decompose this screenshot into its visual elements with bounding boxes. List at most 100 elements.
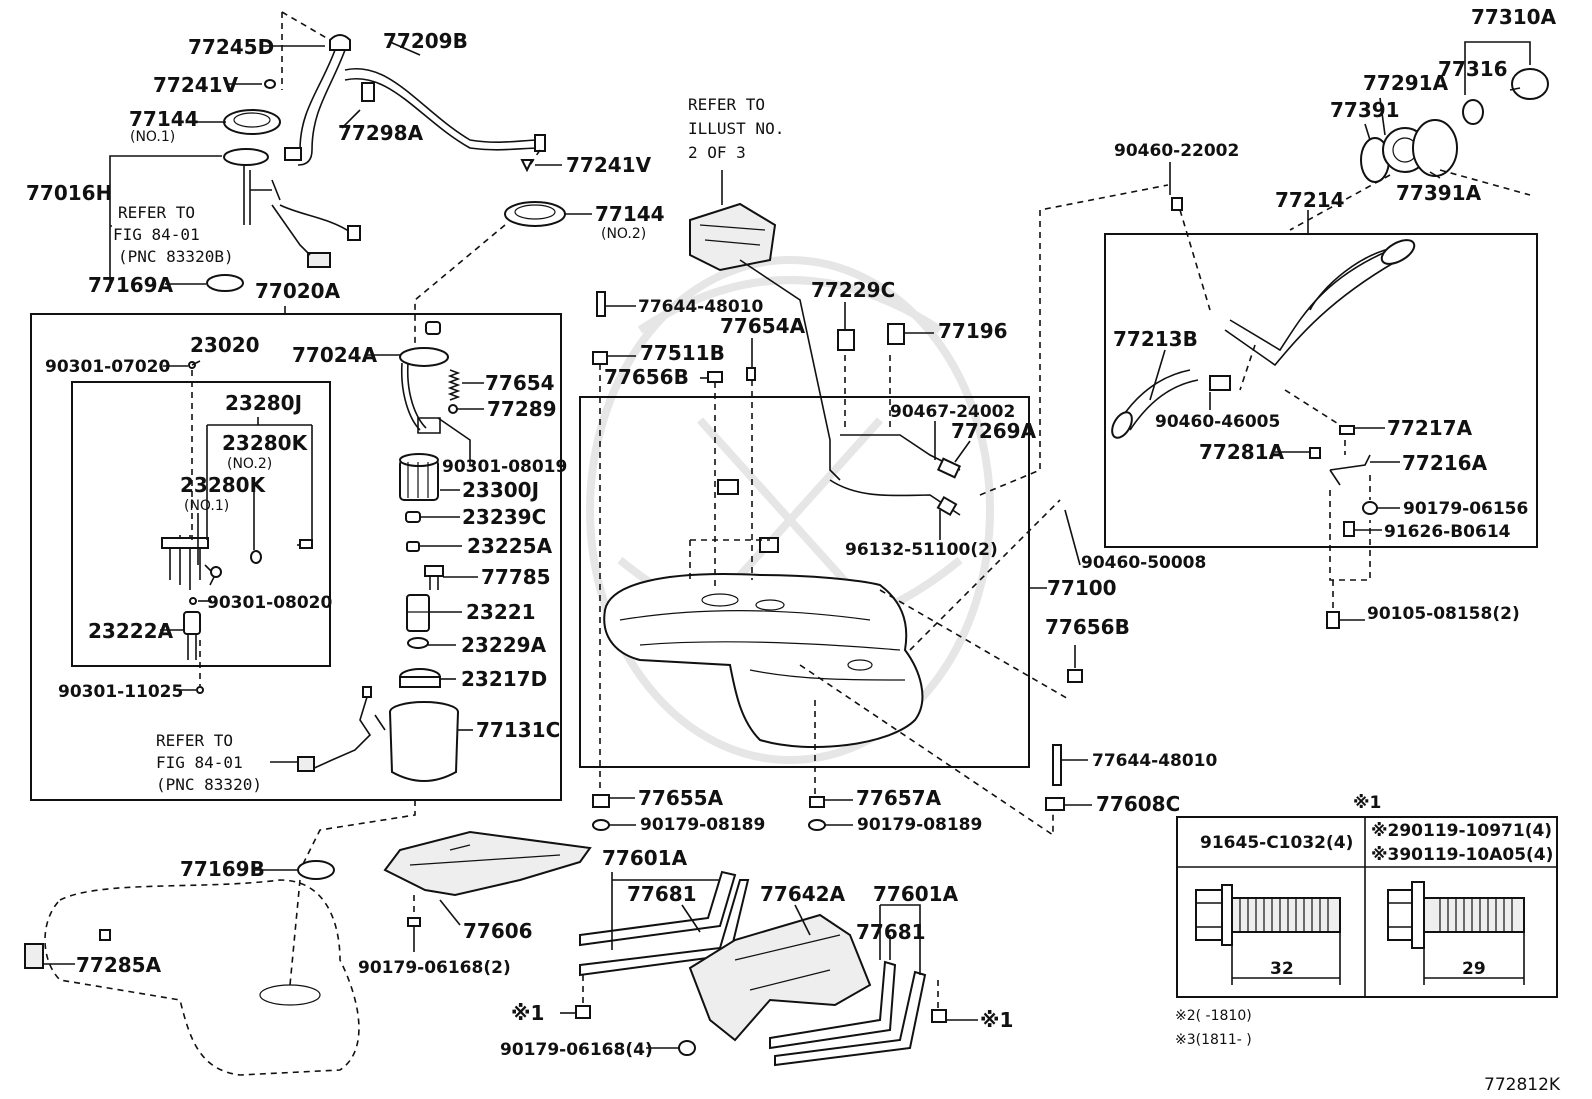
label-77217A: 77217A — [1387, 416, 1473, 440]
label-90105-08158-2: 90105-08158(2) — [1367, 604, 1520, 624]
label-90179-06156: 90179-06156 — [1403, 499, 1528, 519]
label-77601A-b: 77601A — [873, 882, 959, 906]
label-90301-11025: 90301-11025 — [58, 682, 183, 702]
bolt-icon-1 — [1195, 884, 1341, 985]
label-77216A: 77216A — [1402, 451, 1488, 475]
label-77644-48010-b: 77644-48010 — [1092, 751, 1218, 771]
pump-housing-23300J — [399, 453, 439, 501]
label-77298A: 77298A — [338, 121, 424, 145]
label-77281A: 77281A — [1199, 440, 1285, 464]
filler-hose-77213B — [1111, 369, 1199, 439]
refer-fig1-line3: (PNC 83320B) — [118, 247, 234, 266]
label-77511B: 77511B — [640, 341, 725, 365]
label-77269A: 77269A — [951, 419, 1037, 443]
label-96132-51100-2: 96132-51100(2) — [845, 540, 998, 560]
dashed-lines-tank — [599, 184, 1169, 837]
label-77601A-a: 77601A — [602, 846, 688, 870]
gasket-77144-no1 — [223, 109, 281, 135]
refer-top-line2: ILLUST NO. — [688, 119, 784, 138]
label-77391: 77391 — [1330, 98, 1400, 122]
label-77289: 77289 — [487, 397, 557, 421]
seal-23239C — [405, 511, 421, 523]
label-mark-x1-b: ※1 — [980, 1008, 1013, 1032]
label-77656B-b: 77656B — [1045, 615, 1130, 639]
bracket-77310A — [1464, 41, 1531, 95]
label-90467-24002: 90467-24002 — [890, 402, 1015, 422]
label-77144-a: 77144 — [129, 107, 199, 131]
label-90301-08020: 90301-08020 — [207, 593, 333, 613]
bolt-icon-2 — [1387, 881, 1525, 985]
box-23020 — [71, 381, 331, 667]
box-77020A — [30, 313, 562, 801]
label-90460-50008: 90460-50008 — [1081, 553, 1206, 573]
bolt-col1-length: 32 — [1270, 959, 1294, 979]
filler-pipe-77214 — [1224, 239, 1416, 367]
label-23225A: 23225A — [467, 534, 553, 558]
vent-tube-77269A — [739, 259, 962, 517]
sender-gauge-77016H — [223, 148, 361, 268]
label-23300J: 23300J — [462, 478, 539, 502]
ring-23229A — [407, 637, 429, 649]
filler-clamps — [1171, 197, 1378, 629]
bolt-note-a: ※2( -1810) — [1175, 1008, 1252, 1024]
label-23280K-a: 23280K — [222, 431, 309, 455]
label-77241V-a: 77241V — [153, 73, 239, 97]
label-77644-48010-a: 77644-48010 — [638, 297, 764, 317]
label-77100: 77100 — [1047, 576, 1117, 600]
refer-note-fig2: REFER TO FIG 84-01 (PNC 83320) — [156, 731, 262, 794]
tank-outline-dashed — [44, 879, 360, 1076]
label-90301-07020: 90301-07020 — [45, 357, 171, 377]
label-77655A: 77655A — [638, 786, 724, 810]
label-23020: 23020 — [190, 333, 260, 357]
fuel-tube-assembly-77209B — [284, 34, 546, 166]
refer-fig1-line2: FIG 84-01 — [113, 225, 200, 244]
part-labels: 77245D 77209B 77241V 77144 (NO.1) 77298A… — [26, 5, 1557, 1060]
label-77785: 77785 — [481, 565, 551, 589]
pump-bracket-77024A — [399, 321, 449, 434]
label-77245D: 77245D — [188, 35, 274, 59]
box-77214 — [1104, 233, 1538, 548]
bolt-col2-part-a: ※290119-10971(4) — [1371, 821, 1552, 841]
dashed-lines-pump — [191, 370, 416, 986]
label-23239C: 23239C — [462, 505, 546, 529]
refer-fig2-line3: (PNC 83320) — [156, 775, 262, 794]
bolt-table-mark: ※1 — [1353, 793, 1381, 813]
label-23217D: 23217D — [461, 667, 547, 691]
bolt-col2-part-b: ※390119-10A05(4) — [1371, 845, 1553, 865]
bolt-90179-06168-2 — [407, 917, 421, 927]
label-77608C: 77608C — [1096, 792, 1180, 816]
label-77285A: 77285A — [76, 953, 162, 977]
canister-refer-illust — [689, 170, 777, 272]
label-23222A: 23222A — [88, 619, 174, 643]
label-90179-06168-4: 90179-06168(4) — [500, 1040, 653, 1060]
label-77681-a: 77681 — [627, 882, 697, 906]
label-23280K-b-sub: (NO.1) — [184, 498, 229, 514]
tank-77100 — [603, 573, 924, 749]
o-ring-77169A — [206, 274, 244, 292]
label-77291A: 77291A — [1363, 71, 1449, 95]
label-77654: 77654 — [485, 371, 555, 395]
gasket-77144-no2 — [504, 201, 566, 227]
label-90179-06168-2: 90179-06168(2) — [358, 958, 511, 978]
label-77196: 77196 — [938, 319, 1008, 343]
o-ring-90301-08020 — [189, 597, 197, 605]
gauge-23020-parts — [161, 535, 313, 590]
stud-77644-48010-right — [1045, 744, 1065, 811]
leader-lines — [43, 41, 1441, 1049]
filler-cap-parts — [1360, 68, 1549, 183]
refer-top-line3: 2 OF 3 — [688, 143, 746, 162]
label-77642A: 77642A — [760, 882, 846, 906]
refer-fig1-line1: REFER TO — [118, 203, 195, 222]
label-23221: 23221 — [466, 600, 536, 624]
regulator-23222A — [183, 611, 201, 660]
label-90460-22002: 90460-22002 — [1114, 141, 1239, 161]
label-77131C: 77131C — [476, 718, 560, 742]
tank-fittings — [592, 291, 826, 831]
band-77601A-right — [769, 960, 927, 1067]
bolt-col2-length: 29 — [1462, 959, 1486, 979]
o-ring-77169B — [297, 860, 335, 880]
label-77169A: 77169A — [88, 273, 174, 297]
bolt-note-b: ※3(1811- ) — [1175, 1032, 1252, 1048]
refer-note-fig1: REFER TO FIG 84-01 (PNC 83320B) — [113, 203, 234, 266]
